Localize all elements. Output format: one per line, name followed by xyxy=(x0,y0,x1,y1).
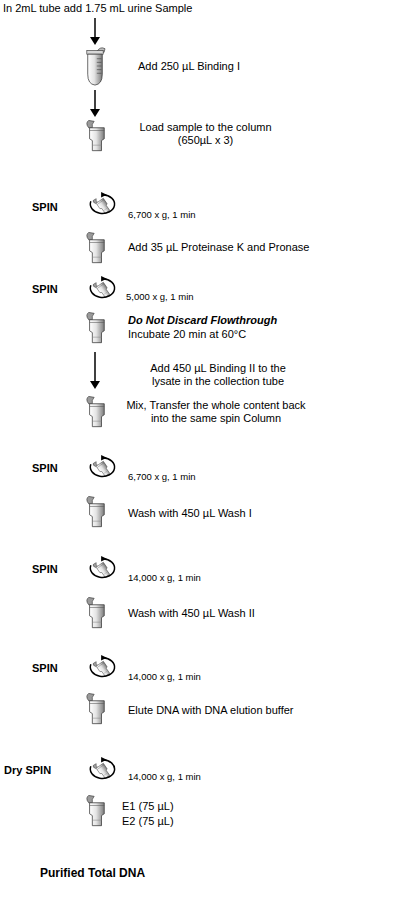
spin-setting: 5,000 x g, 1 min xyxy=(126,291,194,303)
spin-symbol xyxy=(90,276,114,299)
spin-label: SPIN xyxy=(32,201,58,214)
step-text: Mix, Transfer the whole content back int… xyxy=(124,399,308,425)
down-arrow xyxy=(90,18,100,45)
step-text: Wash with 450 µL Wash I xyxy=(128,507,252,520)
spin-column xyxy=(87,396,104,426)
step-text: Elute DNA with DNA elution buffer xyxy=(128,704,294,717)
step-text: Add 35 µL Proteinase K and Pronase xyxy=(128,241,309,254)
spin-label: SPIN xyxy=(32,462,58,475)
step-text: Load sample to the column (650µL x 3) xyxy=(137,121,274,147)
eluate-label: E1 (75 µL) xyxy=(122,800,174,813)
spin-column xyxy=(87,795,104,825)
down-arrow xyxy=(90,352,100,389)
spin-setting: 14,000 x g, 1 min xyxy=(128,671,201,683)
step-text: Add 250 µL Binding I xyxy=(138,60,240,73)
spin-column xyxy=(87,597,104,627)
spin-symbol xyxy=(90,757,114,780)
spin-symbol xyxy=(90,556,114,579)
spin-setting: 6,700 x g, 1 min xyxy=(128,471,196,483)
step-text: Add 450 µL Binding II to the lysate in t… xyxy=(148,362,288,388)
spin-symbol xyxy=(90,655,114,678)
result-label: Purified Total DNA xyxy=(40,866,145,880)
spin-label: SPIN xyxy=(32,563,58,576)
spin-column xyxy=(87,496,104,526)
spin-column xyxy=(87,312,104,342)
spin-setting: 14,000 x g, 1 min xyxy=(128,771,201,783)
spin-setting: 6,700 x g, 1 min xyxy=(128,209,196,221)
spin-label: SPIN xyxy=(32,662,58,675)
spin-label: SPIN xyxy=(32,283,58,296)
spin-column xyxy=(87,232,104,262)
sample-tube xyxy=(87,48,105,85)
step-text: Incubate 20 min at 60°C xyxy=(128,328,246,341)
down-arrow xyxy=(90,90,100,117)
eluate-label: E2 (75 µL) xyxy=(122,815,174,828)
spin-column xyxy=(87,120,104,150)
spin-setting: 14,000 x g, 1 min xyxy=(128,572,201,584)
spin-symbol xyxy=(90,455,114,478)
spin-label: Dry SPIN xyxy=(4,764,51,777)
spin-symbol xyxy=(90,192,114,215)
step-text: In 2mL tube add 1.75 mL urine Sample xyxy=(3,2,192,15)
spin-column xyxy=(87,693,104,723)
step-text: Wash with 450 µL Wash II xyxy=(128,607,255,620)
warning-text: Do Not Discard Flowthrough xyxy=(128,314,277,327)
